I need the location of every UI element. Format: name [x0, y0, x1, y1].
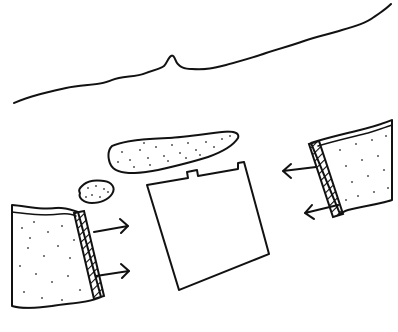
left-arrow-upper [93, 218, 129, 234]
sediment-patch-small [78, 179, 115, 204]
left-barrier [11, 204, 106, 309]
stipple-dots [19, 221, 81, 301]
left-arrow-lower [95, 263, 130, 279]
central-block [146, 161, 270, 291]
right-arrow-upper [282, 163, 317, 179]
right-barrier [307, 119, 393, 219]
shoreline [13, 3, 392, 104]
stipple-dots [117, 135, 231, 168]
sediment-patch-center [107, 130, 240, 174]
stipple-dots [339, 135, 389, 201]
right-arrow-lower [304, 204, 339, 220]
hatched-wall-right [307, 139, 345, 219]
hatched-wall-left [72, 209, 106, 301]
